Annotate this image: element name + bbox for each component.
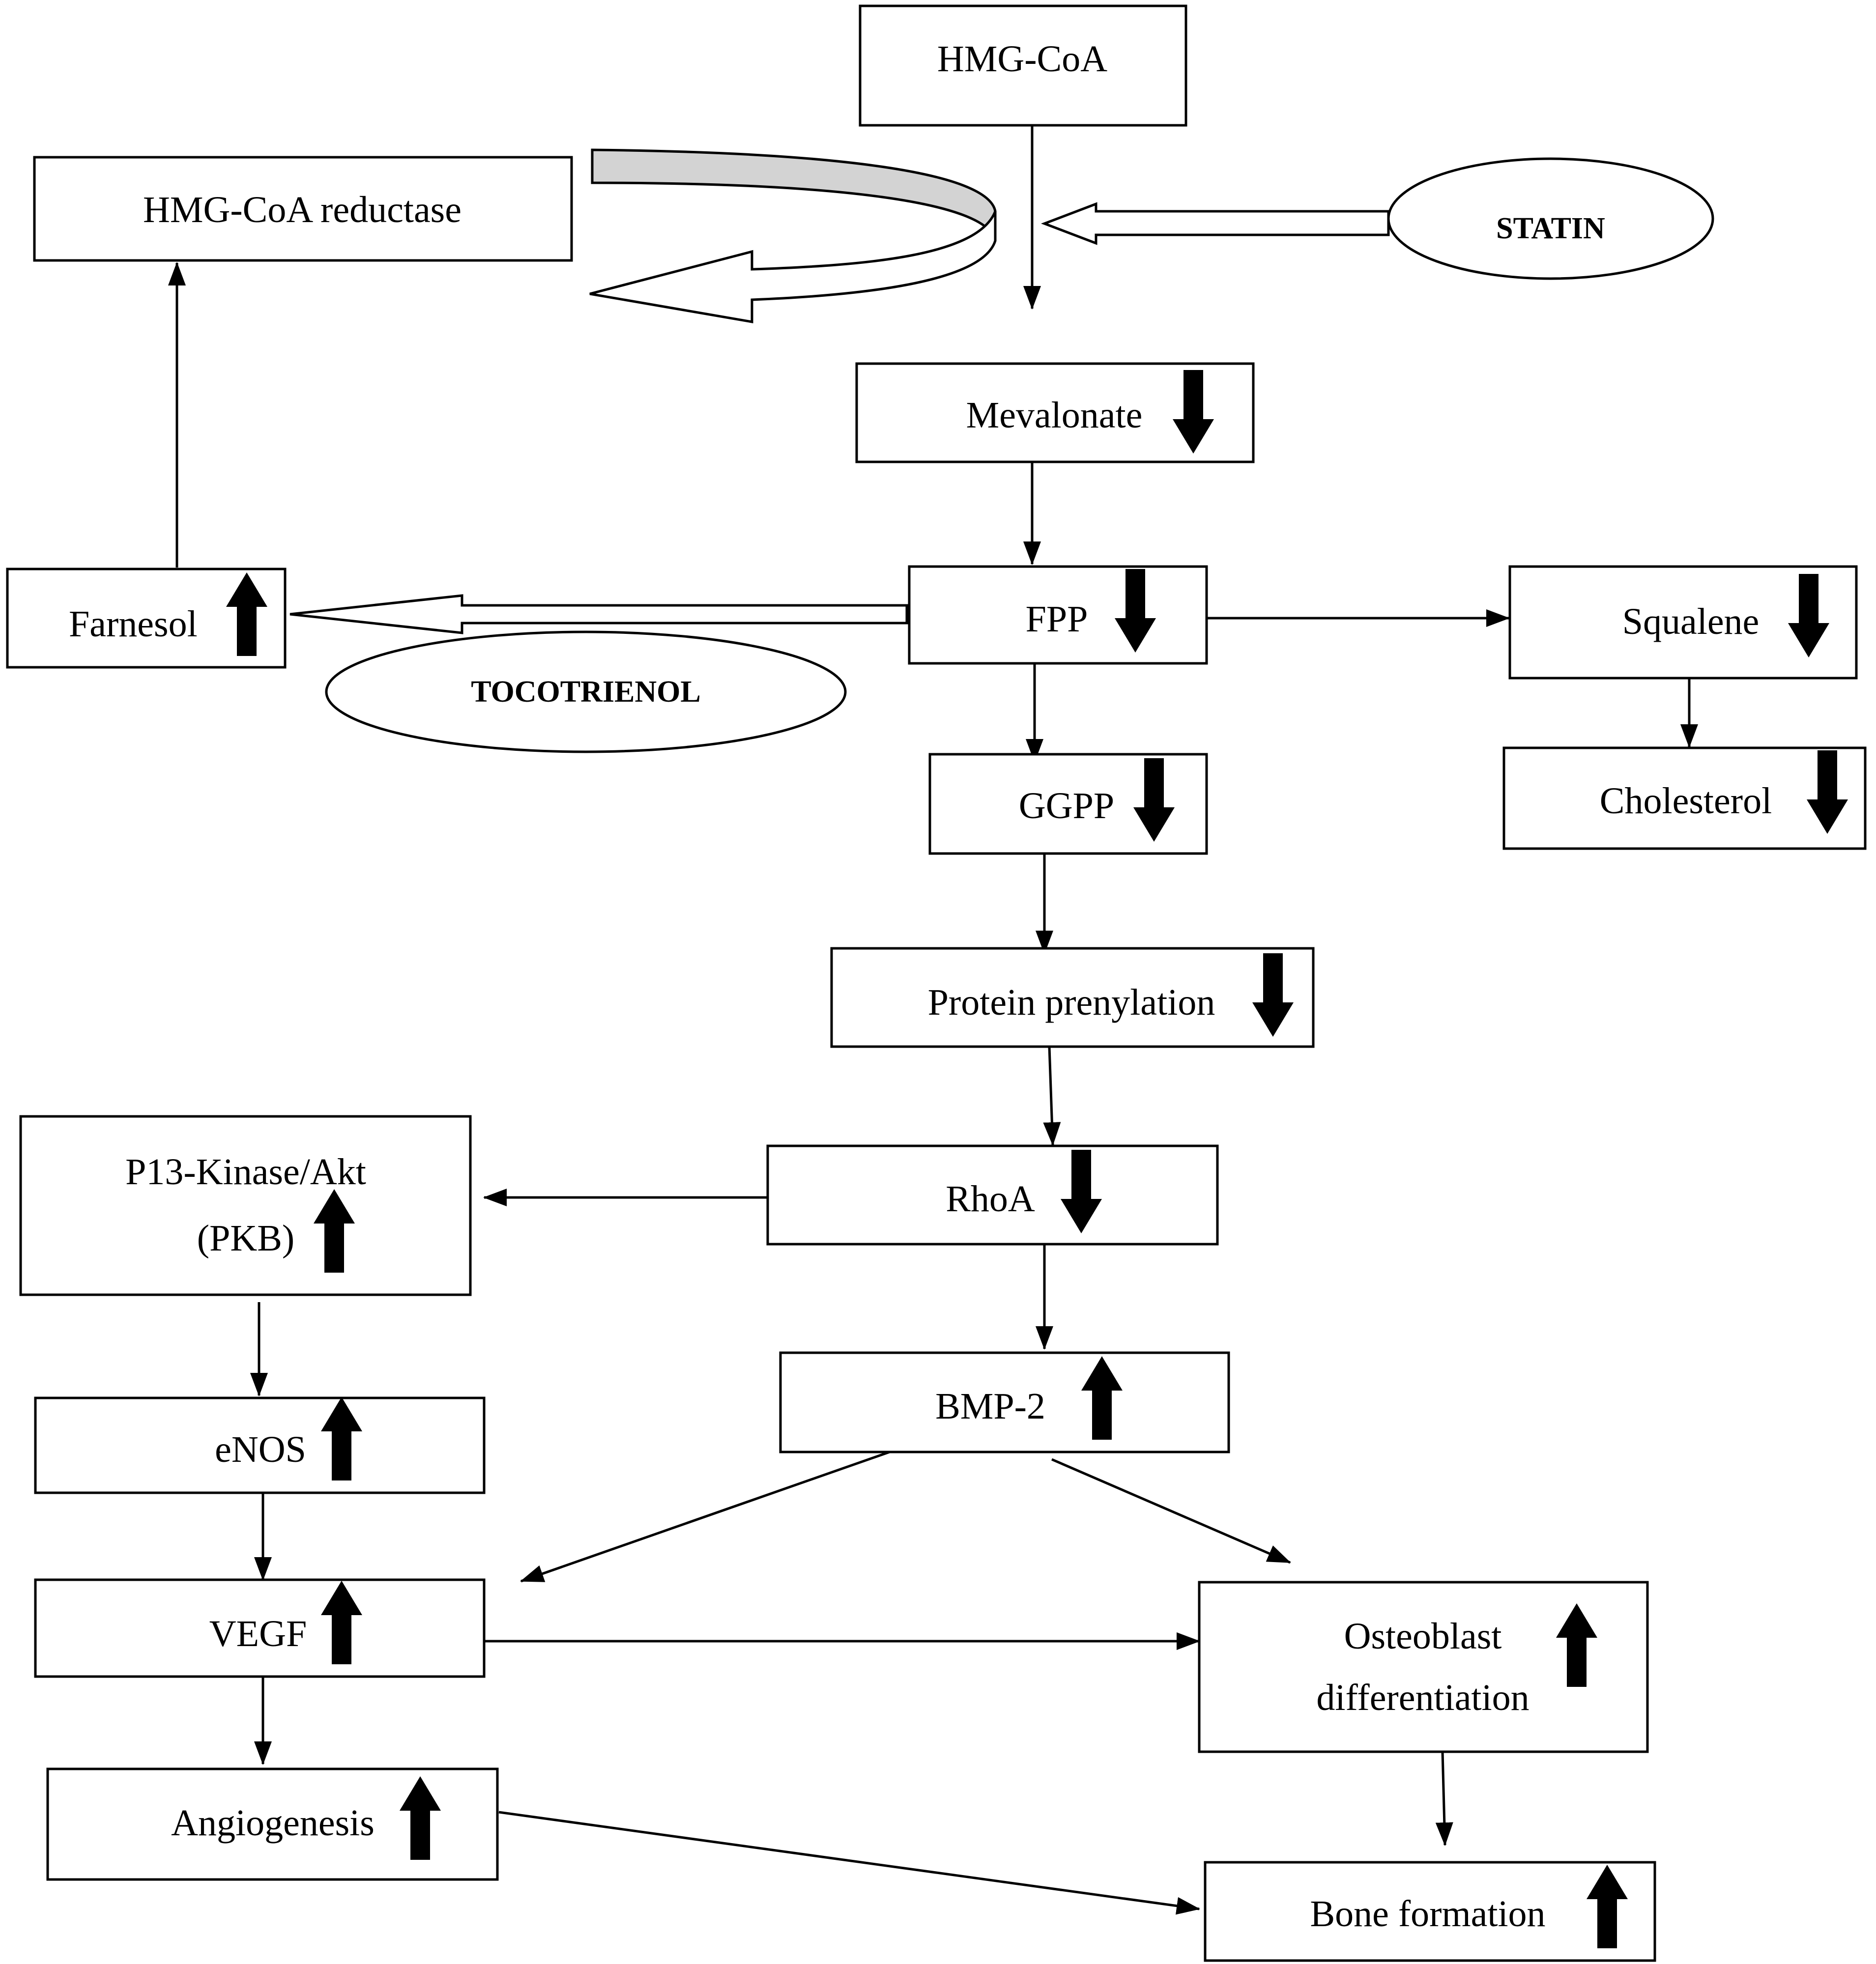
fpp-box (908, 565, 1208, 665)
bmp2-up-arrow-icon (1081, 1356, 1123, 1440)
fpp-down-arrow-icon (1115, 569, 1156, 653)
squalene-down-arrow-icon (1788, 574, 1829, 657)
angiogenesis-up-arrow-icon (400, 1776, 441, 1860)
vegf-up-arrow-icon (321, 1581, 362, 1664)
down-arrow-shape (1788, 574, 1829, 657)
squalene-box (1508, 565, 1858, 680)
bmp2-box (779, 1351, 1230, 1453)
bone-formation-box (1204, 1861, 1656, 1962)
down-arrow-shape (1133, 758, 1175, 842)
farnesol-label: Farnesol (69, 603, 198, 645)
cholesterol-box (1502, 746, 1867, 850)
enos-label: eNOS (215, 1429, 306, 1470)
squalene-label: Squalene (1622, 601, 1760, 642)
pi3k-akt-label-line2: (PKB) (197, 1218, 294, 1259)
osteoblast-label-line1: Osteoblast (1344, 1616, 1502, 1657)
osteoblast-label-line2: differentiation (1316, 1677, 1529, 1718)
protein-prenylation-down-arrow-icon (1252, 953, 1294, 1037)
statin-label: STATIN (1496, 212, 1605, 245)
cholesterol-label: Cholesterol (1600, 780, 1772, 822)
tocotrienol-ellipse (325, 630, 847, 753)
protein-prenylation-label: Protein prenylation (928, 982, 1215, 1023)
feedback-band (591, 148, 997, 241)
tocotrienol-label: TOCOTRIENOL (471, 675, 700, 709)
protein-prenylation-box (830, 947, 1315, 1048)
down-arrow-shape (1061, 1150, 1102, 1233)
mevalonate-down-arrow-icon (1173, 370, 1214, 454)
up-arrow-shape (1081, 1356, 1123, 1440)
up-arrow-shape (400, 1776, 441, 1860)
up-arrow-shape (314, 1189, 355, 1273)
fpp-label: FPP (1026, 598, 1088, 640)
edge-bmp2-osteoblast (1051, 1458, 1291, 1564)
enos-box (34, 1396, 486, 1494)
pi3k-akt-box (19, 1115, 472, 1296)
edge-prenylation-rhoa (1043, 1046, 1061, 1146)
up-arrow-shape (1587, 1865, 1628, 1948)
pi3k-akt-label-line1: P13-Kinase/Akt (125, 1151, 366, 1193)
angiogenesis-label: Angiogenesis (171, 1802, 375, 1844)
bmp2-label: BMP-2 (935, 1386, 1045, 1427)
vegf-box (34, 1578, 486, 1678)
edge-osteoblast-bone (1435, 1751, 1453, 1846)
hmg-coa-box (859, 4, 1187, 127)
ggpp-label: GGPP (1019, 785, 1114, 826)
up-arrow-shape (321, 1397, 362, 1480)
down-arrow-shape (1252, 953, 1294, 1037)
up-arrow-shape (321, 1581, 362, 1664)
down-arrow-shape (1115, 569, 1156, 653)
bone-formation-label: Bone formation (1310, 1893, 1545, 1935)
osteoblast-up-arrow-icon (1556, 1603, 1597, 1687)
pi3k-up-arrow-icon (314, 1189, 355, 1273)
farnesol-up-arrow-icon (226, 572, 267, 656)
hmg-coa-reductase-label: HMG-CoA reductase (143, 189, 462, 230)
up-arrow-shape (1556, 1603, 1597, 1687)
rhoa-label: RhoA (946, 1178, 1035, 1220)
edge-angiogenesis-bone (498, 1811, 1200, 1915)
rhoa-down-arrow-icon (1061, 1150, 1102, 1233)
statin-ellipse (1387, 157, 1714, 280)
hmg-coa-reductase-box (33, 156, 573, 262)
enos-up-arrow-icon (321, 1397, 362, 1480)
down-arrow-shape (1173, 370, 1214, 454)
ggpp-down-arrow-icon (1133, 758, 1175, 842)
mevalonate-label: Mevalonate (966, 395, 1143, 436)
rhoa-box (766, 1144, 1219, 1246)
vegf-label: VEGF (209, 1613, 307, 1654)
up-arrow-shape (226, 572, 267, 656)
hmg-coa-label: HMG-CoA (937, 38, 1107, 80)
feedback-band-arrow (589, 211, 997, 323)
down-arrow-shape (1807, 750, 1848, 834)
tocotrienol-inhibition-arrow (289, 594, 908, 634)
edge-bmp2-vegf (520, 1451, 890, 1583)
statin-inhibition-arrow (1040, 202, 1390, 245)
cholesterol-down-arrow-icon (1807, 750, 1848, 834)
bone-formation-up-arrow-icon (1587, 1865, 1628, 1948)
